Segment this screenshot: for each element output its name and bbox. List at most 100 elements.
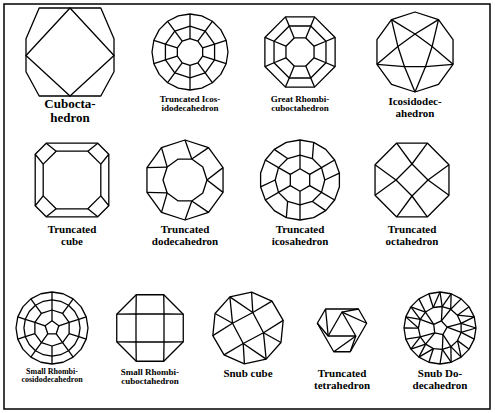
face-outline — [274, 26, 326, 78]
edge-line — [312, 142, 313, 158]
solid-fill — [35, 143, 109, 217]
edge-line — [198, 31, 205, 41]
edge-line — [310, 186, 322, 193]
polyhedron-drawing — [261, 140, 340, 220]
edge-line — [88, 143, 98, 151]
polyhedra — [16, 8, 476, 364]
edge-line — [59, 322, 69, 325]
edge-line — [175, 63, 182, 73]
edge-line — [428, 165, 449, 180]
face-outline — [375, 143, 449, 217]
edge-line — [205, 21, 212, 31]
edge-line — [440, 349, 442, 364]
solid-fill — [213, 292, 283, 364]
edge-line — [425, 312, 433, 324]
edge-line — [274, 149, 287, 158]
edge-line — [375, 180, 396, 195]
edge-line — [412, 196, 427, 217]
edge-line — [79, 337, 87, 339]
edge-line — [461, 328, 476, 332]
face-outline — [434, 321, 447, 335]
edge-line — [442, 335, 444, 350]
edge-line — [189, 78, 190, 90]
face-outline — [45, 321, 59, 334]
face-outline — [377, 12, 453, 92]
face-outline — [317, 309, 366, 352]
edge-line — [69, 319, 79, 322]
edge-line — [35, 343, 41, 351]
face-outline — [177, 39, 202, 66]
edge-line — [451, 299, 461, 309]
edge-line — [377, 64, 404, 66]
edge-line — [168, 73, 175, 83]
edge-line — [25, 334, 35, 337]
edge-line — [215, 314, 232, 324]
edge-line — [69, 299, 74, 305]
edge-line — [447, 327, 461, 332]
shape-name: Great Rhombi- cuboctahedron — [268, 95, 332, 114]
edge-line — [377, 46, 398, 64]
edge-line — [230, 297, 233, 323]
polyhedron-drawing — [265, 17, 335, 87]
polyhedron-drawing — [26, 8, 114, 96]
edge-line — [299, 191, 300, 205]
edge-line — [326, 63, 335, 67]
solid-fill — [265, 17, 335, 87]
shape-name: Truncated icosahedron — [265, 224, 335, 247]
edge-line — [412, 143, 427, 164]
solid-fill — [117, 295, 184, 362]
edge-line — [404, 327, 418, 328]
face-outline — [152, 14, 228, 90]
edge-line — [79, 317, 87, 319]
edge-line — [265, 192, 278, 200]
edge-line — [51, 346, 52, 356]
edge-line — [433, 292, 440, 307]
edge-line — [279, 186, 291, 193]
edge-line — [263, 333, 280, 343]
face-outline — [43, 151, 101, 209]
edge-line — [192, 201, 209, 212]
edge-line — [252, 292, 253, 312]
edge-line — [263, 333, 266, 359]
edge-line — [46, 143, 56, 151]
face-outline — [35, 310, 69, 346]
polyhedron-drawing — [117, 295, 184, 362]
solid-fill — [375, 143, 449, 217]
shape-name: Cubocta- hedron — [39, 97, 101, 124]
edge-line — [205, 73, 212, 83]
edge-line — [51, 292, 52, 300]
edge-line — [265, 160, 278, 168]
edge-line — [311, 17, 315, 26]
edge-line — [51, 356, 52, 364]
edge-line — [326, 37, 335, 41]
edge-line — [154, 60, 166, 64]
edge-line — [420, 333, 434, 337]
edge-line — [147, 166, 167, 168]
edge-line — [299, 140, 300, 155]
face-outline — [286, 38, 314, 66]
edge-line — [31, 299, 36, 305]
solid-fill — [147, 140, 223, 220]
edge-line — [263, 320, 283, 332]
shape-name: Truncated tetrahedron — [308, 368, 376, 391]
face-outline — [213, 292, 283, 364]
edge-line — [432, 20, 438, 47]
edge-line — [285, 17, 289, 26]
edge-line — [163, 342, 165, 361]
face-outline — [16, 292, 88, 364]
edge-line — [299, 155, 300, 169]
edge-line — [41, 334, 47, 343]
edge-line — [243, 343, 266, 359]
edge-line — [161, 193, 167, 212]
edge-line — [314, 58, 326, 63]
edge-line — [325, 173, 340, 180]
edge-line — [213, 323, 233, 335]
edge-line — [375, 165, 396, 180]
edge-line — [279, 168, 291, 175]
edge-line — [175, 31, 182, 41]
edge-line — [185, 140, 192, 159]
face-outline — [265, 17, 335, 87]
edge-line — [450, 294, 452, 309]
polyhedron-drawing — [35, 143, 109, 217]
